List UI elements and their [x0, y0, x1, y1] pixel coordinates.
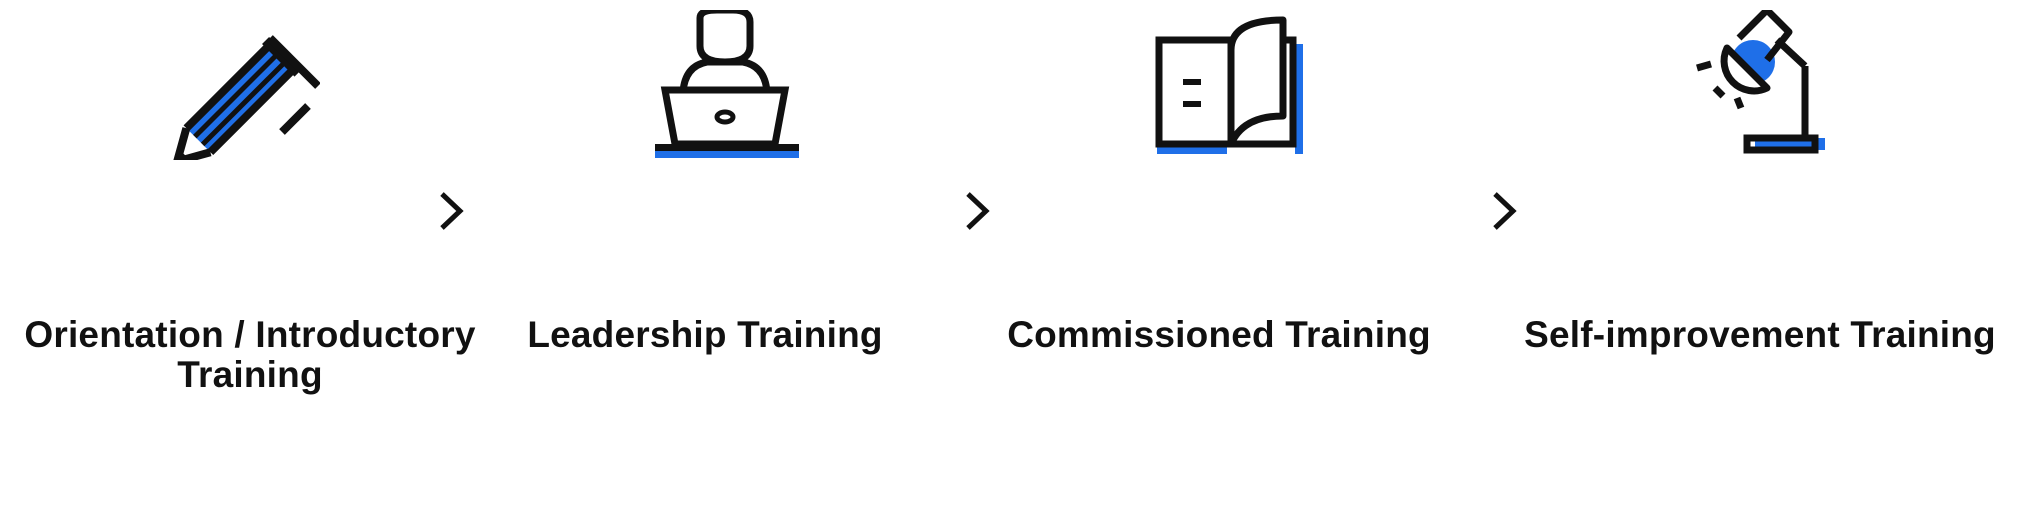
step-title-line1: Orientation / Introductory [24, 314, 476, 355]
step-title: Leadership Training [455, 315, 955, 355]
laptop-user-icon [645, 10, 805, 160]
chevron-right-icon [1485, 188, 1521, 234]
step-title-line1: Self-improvement Training [1524, 314, 1996, 355]
chevron-right-icon [432, 188, 468, 234]
step-title-line2: Training [177, 354, 323, 395]
step-title-line1: Leadership Training [527, 314, 883, 355]
training-step-self-improvement: Self-improvement Training [1524, 0, 2030, 517]
step-title: Orientation / Introductory Training [0, 315, 500, 395]
open-book-icon [1155, 10, 1315, 160]
training-step-commissioned: Commissioned Training [975, 0, 1475, 517]
chevron-right-icon [958, 188, 994, 234]
pencil-icon [160, 10, 320, 160]
step-title-line1: Commissioned Training [1007, 314, 1431, 355]
step-title: Self-improvement Training [1490, 315, 2030, 355]
training-step-orientation: Orientation / Introductory Training [0, 0, 500, 517]
step-title: Commissioned Training [969, 315, 1469, 355]
training-step-leadership: Leadership Training [475, 0, 975, 517]
desk-lamp-icon [1685, 10, 1845, 160]
